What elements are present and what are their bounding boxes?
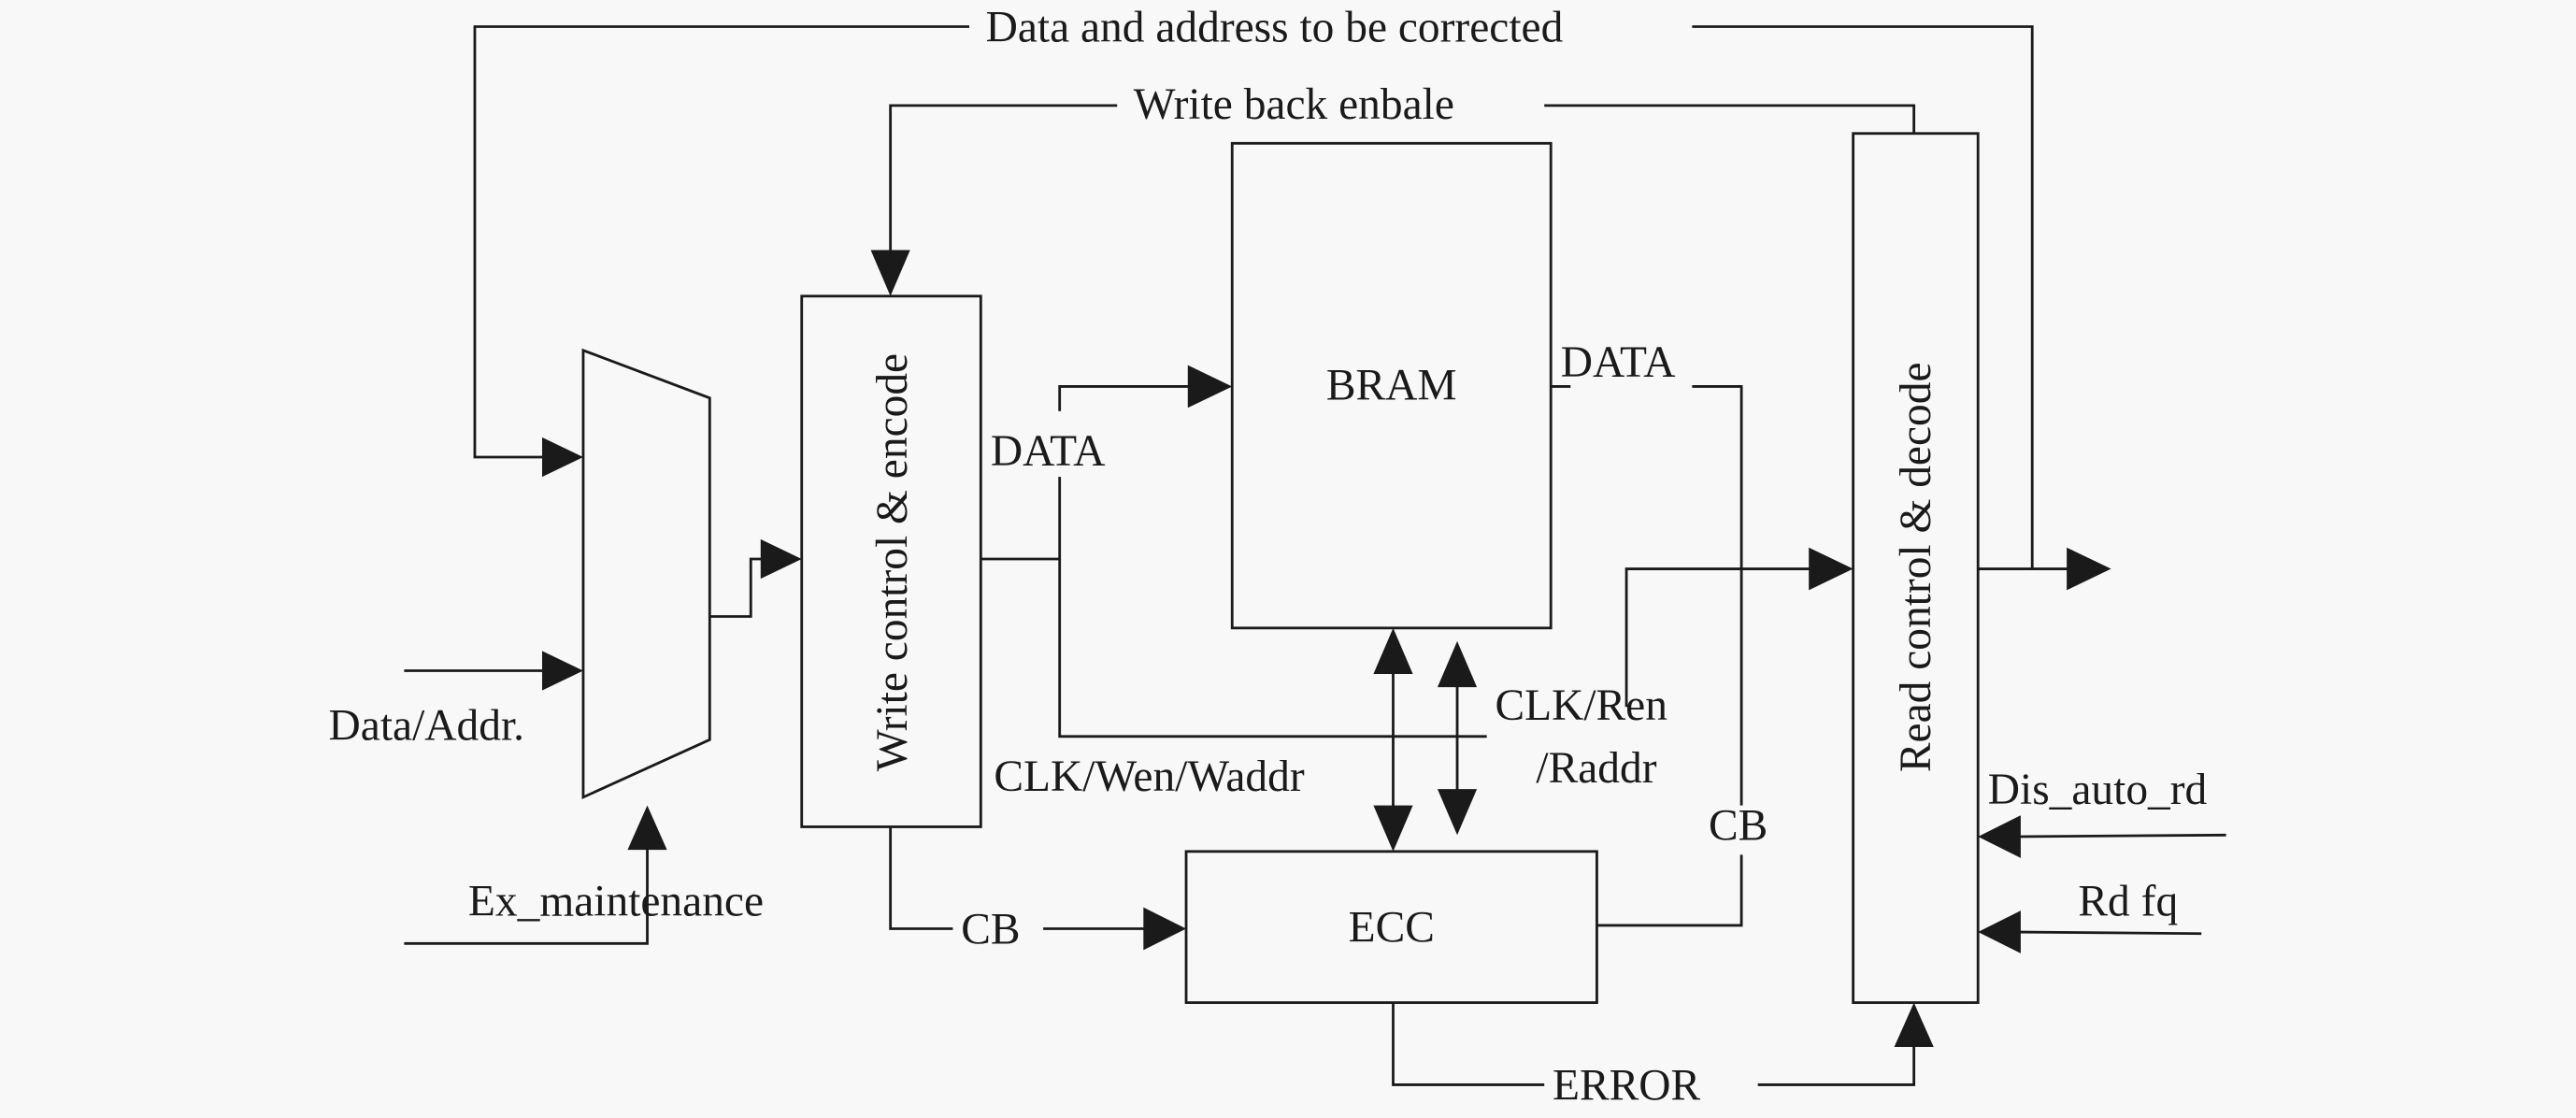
arrowhead (1437, 789, 1478, 836)
label-write-back-enable: Write back enbale (1134, 80, 1454, 129)
label-rd-fq: Rd fq (2078, 877, 2178, 925)
multiplexer (581, 348, 711, 800)
arrowhead (2067, 547, 2111, 591)
arrowhead (870, 250, 910, 296)
label-data-addr: Data/Addr. (329, 701, 524, 750)
dis-auto-rd-input: Dis_auto_rd (1978, 766, 2226, 858)
cb-write-line: CB (889, 826, 1187, 953)
rd-fq-input: Rd fq (1978, 877, 2202, 953)
ecc-block (1184, 850, 1598, 1004)
label-clk-ren: CLK/Ren (1495, 681, 1667, 730)
arrowhead (1978, 815, 2021, 858)
label-bram-data: DATA (1561, 338, 1676, 387)
arrowhead (1187, 365, 1233, 408)
label-bram: BRAM (1326, 362, 1457, 410)
mux-output-line (709, 557, 769, 618)
arrowhead (760, 538, 802, 580)
label-raddr: /Raddr (1536, 744, 1656, 793)
arrowhead (1894, 1002, 1934, 1048)
label-cb-read: CB (1709, 802, 1767, 851)
arrowhead (1143, 907, 1187, 951)
label-ecc: ECC (1349, 904, 1435, 953)
bram-ecc-bidirectional: CLK/Ren /Raddr (1373, 627, 1667, 852)
cb-read-line: CB (1596, 802, 1767, 927)
label-write-data: DATA (991, 427, 1106, 476)
arrowhead (627, 805, 667, 851)
label-clk-wen-waddr: CLK/Wen/Waddr (994, 752, 1304, 801)
label-ex-maintenance: Ex_maintenance (468, 877, 764, 925)
arrowhead (1437, 640, 1478, 688)
arrowhead (1809, 547, 1853, 591)
label-write-control: Write control & encode (868, 353, 917, 771)
arrowhead (1373, 627, 1413, 675)
read-input-line (1624, 567, 1817, 708)
label-data-address: Data and address to be corrected (986, 3, 1564, 51)
write-data-line: DATA CLK/Wen/Waddr (980, 365, 1487, 801)
label-error: ERROR (1553, 1061, 1701, 1110)
error-line: ERROR (1392, 1002, 1934, 1110)
arrowhead (542, 651, 583, 691)
label-dis-auto-rd: Dis_auto_rd (1988, 766, 2208, 814)
bram-data-line: DATA (1551, 338, 1743, 806)
ex-maintenance-input: Ex_maintenance (404, 805, 764, 945)
write-back-enable-line: Write back enbale (870, 80, 1916, 296)
arrowhead (542, 437, 583, 478)
label-read-control: Read control & decode (1892, 362, 1940, 772)
data-address-feedback: Data and address to be corrected (473, 3, 2034, 569)
data-addr-input: Data/Addr. (329, 651, 583, 750)
arrowhead (1373, 805, 1413, 852)
arrowhead (1978, 910, 2021, 953)
label-cb-write: CB (961, 905, 1020, 953)
